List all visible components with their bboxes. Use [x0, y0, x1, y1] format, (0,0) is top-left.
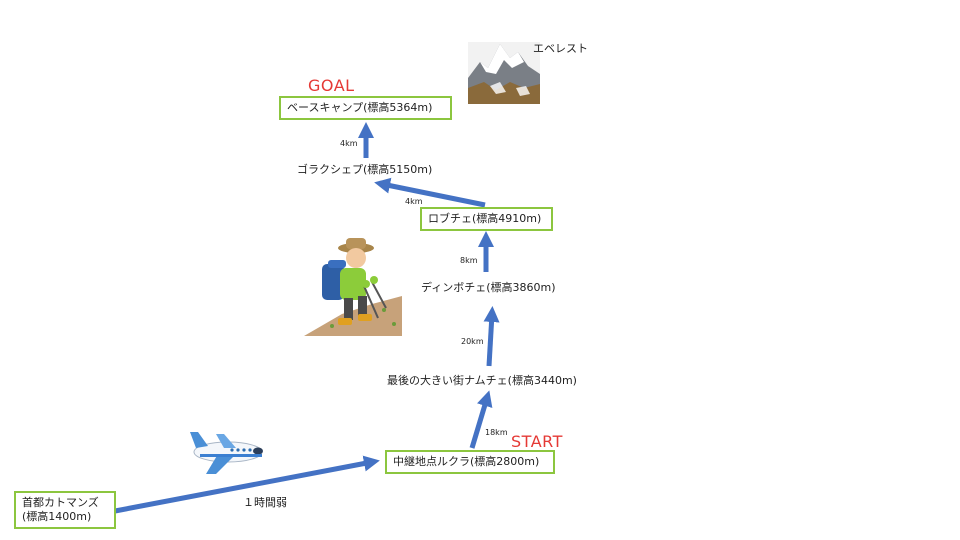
node-namche: 最後の大きい街ナムチェ(標高3440m) [387, 374, 577, 387]
distance-lobuche-gorakshep: 4km [405, 197, 423, 206]
arrow-lukla-namche [469, 390, 493, 449]
node-kathmandu-line2: (標高1400m) [22, 510, 92, 523]
airplane-illustration [190, 432, 263, 474]
everest-caption: エベレスト [533, 42, 588, 55]
node-kathmandu-line1: 首都カトマンズ [22, 496, 99, 509]
distance-lukla-namche: 18km [485, 428, 508, 437]
arrow-kathmandu-lukla [114, 455, 380, 514]
arrow-lobuche-gorakshep [374, 177, 486, 208]
node-gorakshep: ゴラクシェプ(標高5150m) [297, 163, 433, 176]
arrow-namche-dingboche [483, 306, 500, 367]
node-lobuche: ロブチェ(標高4910m) [420, 207, 553, 231]
distance-kathmandu-lukla: １時間弱 [243, 496, 287, 509]
everest-illustration [468, 42, 540, 104]
node-lukla: 中継地点ルクラ(標高2800m) [385, 450, 555, 474]
hiker-illustration [304, 238, 402, 336]
distance-namche-dingboche: 20km [461, 337, 484, 346]
distance-dingboche-lobuche: 8km [460, 256, 478, 265]
start-label: START [511, 432, 563, 451]
node-dingboche: ディンボチェ(標高3860m) [421, 281, 556, 294]
distance-gorakshep-basecamp: 4km [340, 139, 358, 148]
node-kathmandu: 首都カトマンズ (標高1400m) [14, 491, 116, 529]
goal-label: GOAL [308, 76, 355, 95]
node-basecamp: ベースキャンプ(標高5364m) [279, 96, 452, 120]
